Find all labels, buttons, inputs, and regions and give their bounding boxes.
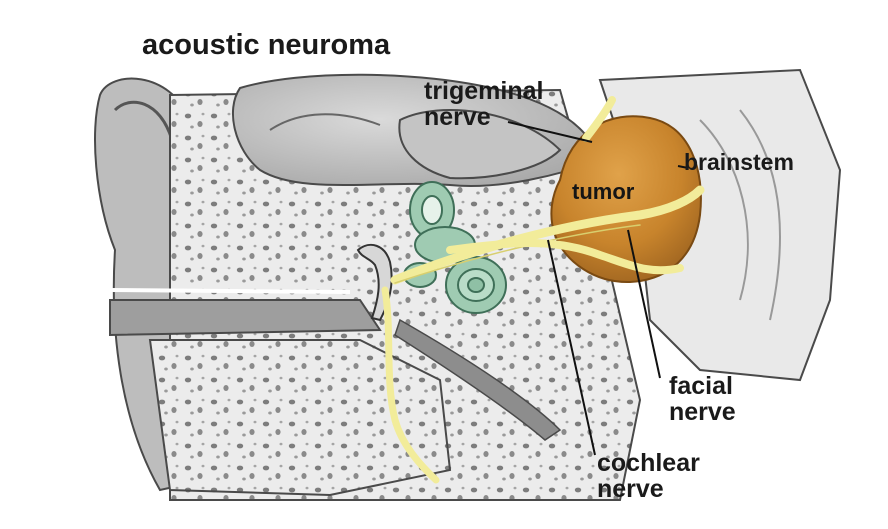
facial-line1: facial — [669, 373, 736, 399]
cochlear-line2: nerve — [597, 476, 700, 502]
facial-nerve-label: facial nerve — [669, 373, 736, 426]
cochlear-line1: cochlear — [597, 450, 700, 476]
page-title: acoustic neuroma — [142, 30, 390, 60]
mastoid — [150, 340, 450, 495]
tumor-label: tumor — [572, 180, 634, 203]
trigeminal-nerve-label: trigeminal nerve — [424, 78, 543, 131]
brainstem-label: brainstem — [684, 150, 794, 174]
facial-line2: nerve — [669, 399, 736, 425]
ear-canal — [110, 300, 380, 335]
ear-canal-skin — [110, 290, 350, 292]
trigeminal-line2: nerve — [424, 104, 543, 130]
trigeminal-line1: trigeminal — [424, 78, 543, 104]
cochlear-nerve-label: cochlear nerve — [597, 450, 700, 503]
